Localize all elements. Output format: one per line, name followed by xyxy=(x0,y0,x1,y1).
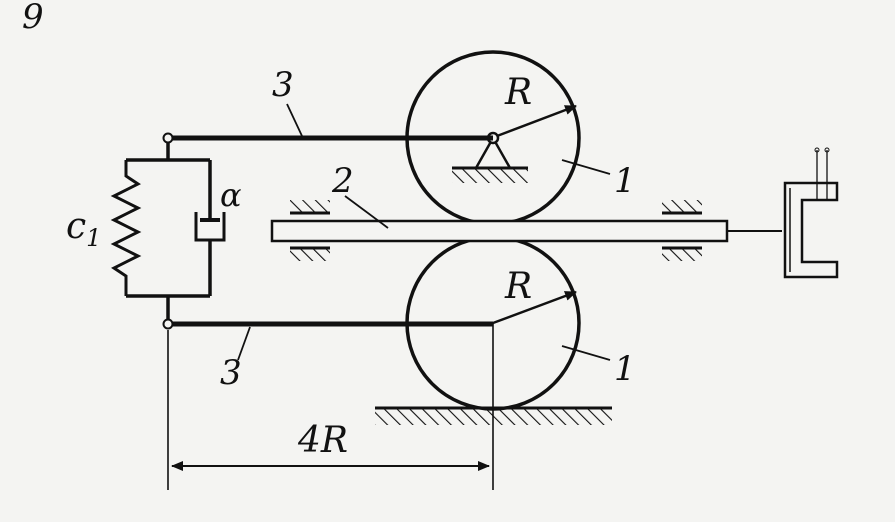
sensor-bracket xyxy=(783,147,839,279)
figure-number: 9 xyxy=(22,0,44,37)
leader-lines xyxy=(237,103,611,361)
spring-damper xyxy=(110,142,226,320)
label-distance: 4R xyxy=(297,420,348,461)
plate xyxy=(270,219,782,243)
disk-lower xyxy=(405,235,581,490)
label-disk-upper: 1 xyxy=(614,161,636,201)
label-radius-lower: R xyxy=(504,266,532,307)
label-disk-lower: 1 xyxy=(614,349,636,389)
dimension-4r xyxy=(167,330,490,490)
label-radius-upper: R xyxy=(504,72,532,113)
label-spring: c1 xyxy=(66,206,101,252)
label-plate: 2 xyxy=(331,161,354,201)
label-spring-symbol: c xyxy=(66,206,86,247)
label-spring-subscript: 1 xyxy=(86,224,101,252)
spring-zigzag xyxy=(110,160,142,296)
label-rod-upper: 3 xyxy=(272,65,294,105)
label-rod-lower: 3 xyxy=(220,353,242,393)
label-damper: α xyxy=(220,176,242,214)
ground-supports xyxy=(290,166,702,425)
